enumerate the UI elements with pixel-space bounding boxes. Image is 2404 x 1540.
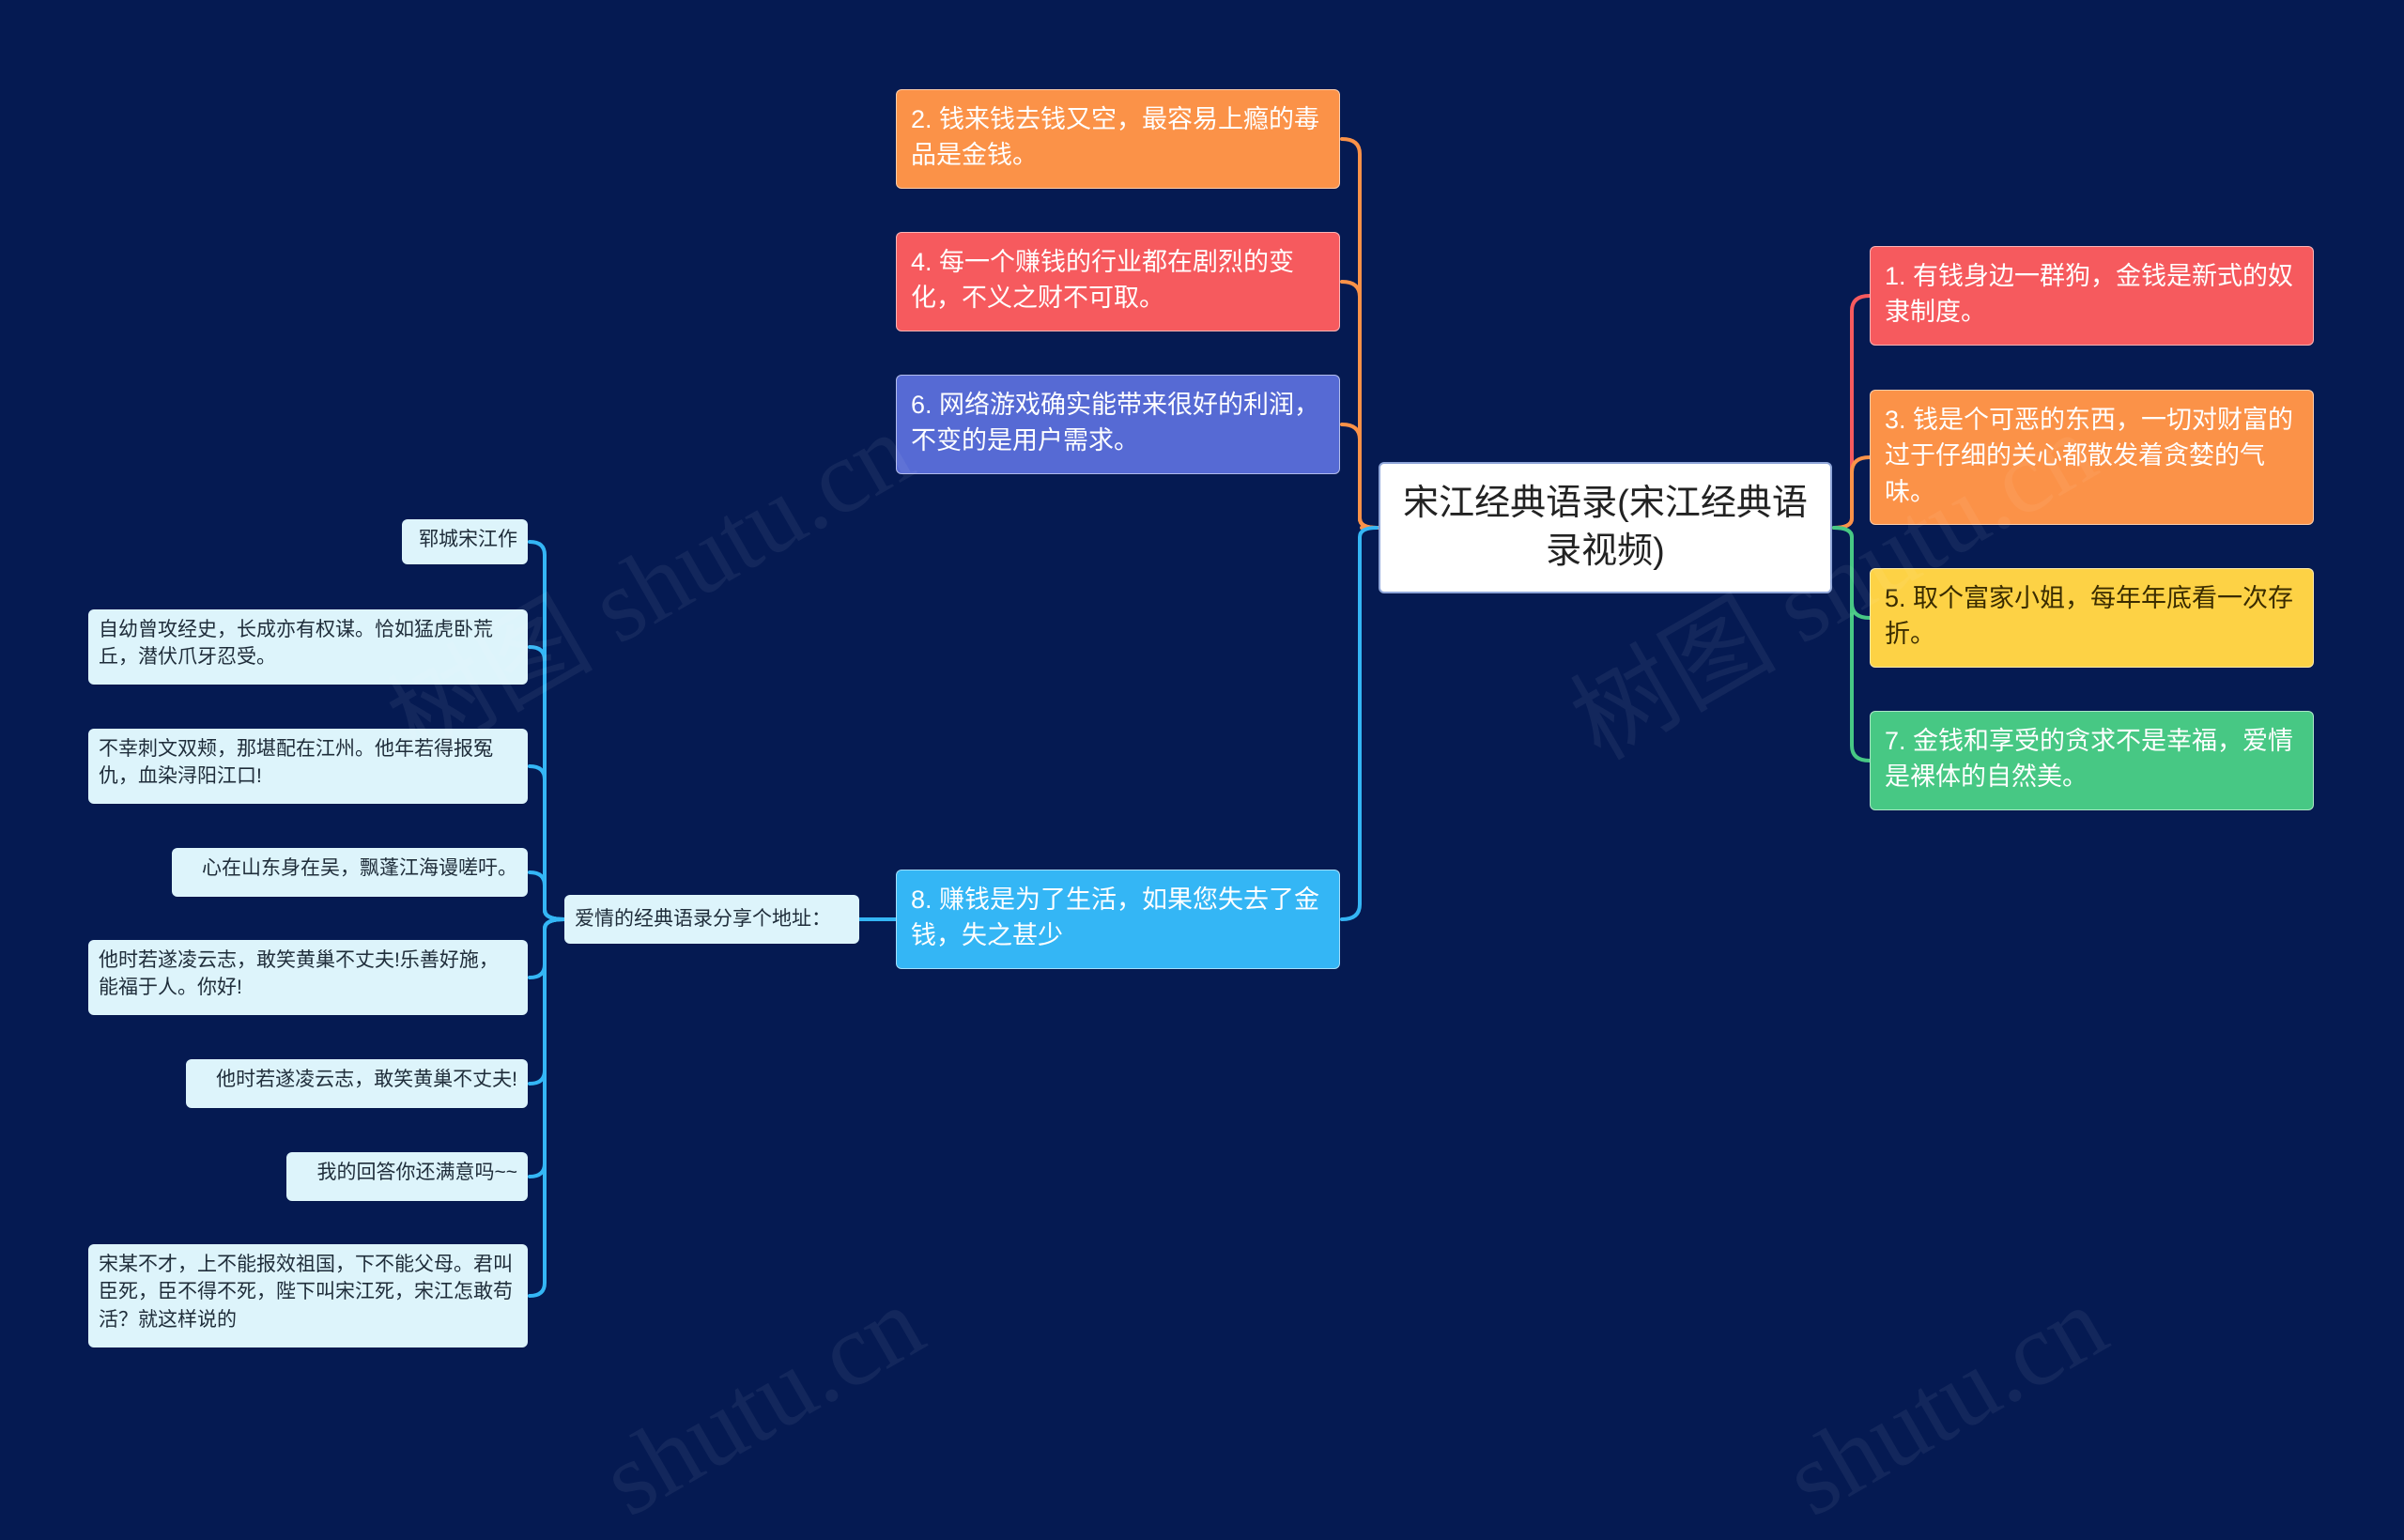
connector-line xyxy=(528,917,566,979)
branch-label: 7. 金钱和享受的贪求不是幸福，爱情是裸体的自然美。 xyxy=(1885,727,2294,792)
branch-topic-4[interactable]: 4. 每一个赚钱的行业都在剧烈的变化，不义之财不可取。 xyxy=(896,232,1340,331)
connector-line xyxy=(528,870,566,921)
connector-line xyxy=(528,540,566,921)
branch-label: 4. 每一个赚钱的行业都在剧烈的变化，不义之财不可取。 xyxy=(911,248,1295,313)
leaf-label: 我的回答你还满意吗~~ xyxy=(316,1162,517,1183)
root-topic[interactable]: 宋江经典语录(宋江经典语录视频) xyxy=(1379,462,1832,593)
branch-label: 5. 取个富家小姐，每年年底看一次存折。 xyxy=(1885,584,2294,649)
leaf-topic[interactable]: 我的回答你还满意吗~~ xyxy=(286,1152,528,1201)
leaf-label: 心在山东身在吴，飘蓬江海谩嗟吁。 xyxy=(202,857,517,879)
leaf-topic[interactable]: 他时若遂凌云志，敢笑黄巢不丈夫! xyxy=(186,1059,528,1108)
branch-label: 3. 钱是个可恶的东西，一切对财富的过于仔细的关心都散发着贪婪的气味。 xyxy=(1885,406,2294,506)
branch-topic-3[interactable]: 3. 钱是个可恶的东西，一切对财富的过于仔细的关心都散发着贪婪的气味。 xyxy=(1870,390,2314,525)
connector-line xyxy=(528,645,566,921)
leaf-label: 他时若遂凌云志，敢笑黄巢不丈夫! xyxy=(216,1069,517,1090)
connector-line xyxy=(528,917,566,1178)
connector-line xyxy=(528,764,566,921)
leaf-topic[interactable]: 宋某不才，上不能报效祖国，下不能父母。君叫臣死，臣不得不死，陛下叫宋江死，宋江怎… xyxy=(88,1244,528,1348)
mind-map-canvas: 宋江经典语录(宋江经典语录视频) 2. 钱来钱去钱又空，最容易上瘾的毒品是金钱。… xyxy=(88,89,2314,1537)
leaf-topic[interactable]: 他时若遂凌云志，敢笑黄巢不丈夫!乐善好施，能福于人。你好! xyxy=(88,940,528,1015)
leaf-label: 不幸刺文双颊，那堪配在江州。他年若得报冤仇，血染浔阳江口! xyxy=(99,738,493,788)
leaf-label: 他时若遂凌云志，敢笑黄巢不丈夫!乐善好施，能福于人。你好! xyxy=(99,949,499,999)
connector-line xyxy=(528,917,566,1086)
branch-label: 1. 有钱身边一群狗，金钱是新式的奴隶制度。 xyxy=(1885,262,2294,327)
connector-line xyxy=(1832,526,1872,762)
leaf-label: 郓城宋江作 xyxy=(419,529,517,550)
leaf-topic[interactable]: 郓城宋江作 xyxy=(402,519,528,564)
sub-topic-label: 爱情的经典语录分享个地址： xyxy=(575,908,831,931)
leaf-topic[interactable]: 心在山东身在吴，飘蓬江海谩嗟吁。 xyxy=(172,848,528,897)
leaf-label: 自幼曾攻经史，长成亦有权谋。恰如猛虎卧荒丘，潜伏爪牙忍受。 xyxy=(99,619,493,669)
sub-topic-love-quotes[interactable]: 爱情的经典语录分享个地址： xyxy=(564,895,859,944)
connector-line xyxy=(1832,455,1872,530)
branch-label: 2. 钱来钱去钱又空，最容易上瘾的毒品是金钱。 xyxy=(911,105,1320,170)
branch-topic-1[interactable]: 1. 有钱身边一群狗，金钱是新式的奴隶制度。 xyxy=(1870,246,2314,346)
branch-label: 6. 网络游戏确实能带来很好的利润，不变的是用户需求。 xyxy=(911,391,1320,455)
branch-topic-7[interactable]: 7. 金钱和享受的贪求不是幸福，爱情是裸体的自然美。 xyxy=(1870,711,2314,810)
leaf-topic[interactable]: 不幸刺文双颊，那堪配在江州。他年若得报冤仇，血染浔阳江口! xyxy=(88,729,528,804)
leaf-topic[interactable]: 自幼曾攻经史，长成亦有权谋。恰如猛虎卧荒丘，潜伏爪牙忍受。 xyxy=(88,609,528,685)
leaf-label: 宋某不才，上不能报效祖国，下不能父母。君叫臣死，臣不得不死，陛下叫宋江死，宋江怎… xyxy=(99,1254,513,1331)
connector-line xyxy=(528,917,566,1298)
branch-topic-5[interactable]: 5. 取个富家小姐，每年年底看一次存折。 xyxy=(1870,568,2314,668)
branch-label: 8. 赚钱是为了生活，如果您失去了金钱，失之甚少 xyxy=(911,886,1320,950)
connector-line xyxy=(1340,526,1379,921)
branch-topic-8[interactable]: 8. 赚钱是为了生活，如果您失去了金钱，失之甚少 xyxy=(896,870,1340,969)
branch-topic-6[interactable]: 6. 网络游戏确实能带来很好的利润，不变的是用户需求。 xyxy=(896,375,1340,474)
connector-lines xyxy=(528,137,1872,1298)
branch-topic-2[interactable]: 2. 钱来钱去钱又空，最容易上瘾的毒品是金钱。 xyxy=(896,89,1340,189)
root-topic-label: 宋江经典语录(宋江经典语录视频) xyxy=(1403,483,1808,571)
connector-line xyxy=(1340,423,1379,530)
